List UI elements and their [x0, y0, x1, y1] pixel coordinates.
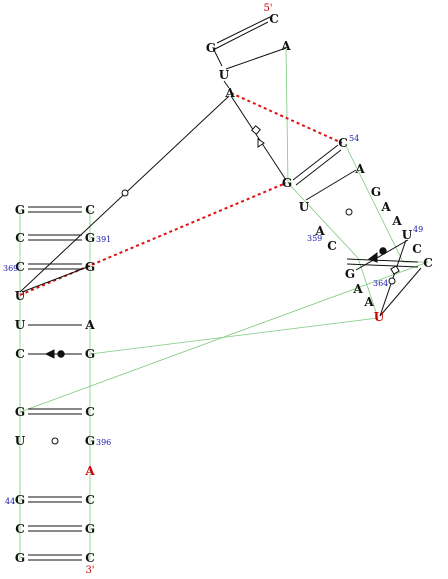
- nucleotide: A: [354, 162, 365, 176]
- backbone-link: [223, 80, 230, 89]
- three-prime-label: 3': [85, 565, 94, 576]
- tertiary-link-a-c54: [230, 92, 343, 144]
- backbone-segment: [89, 317, 379, 355]
- open-square-symbol: [390, 265, 400, 275]
- long-range-line: [230, 95, 287, 181]
- long-range-line: [21, 265, 91, 293]
- nucleotide: G: [85, 231, 95, 245]
- wc-pair-line: [216, 16, 271, 44]
- nucleotide: A: [84, 318, 95, 332]
- nucleotide-modified: U: [374, 310, 385, 324]
- filled-circle-symbol: [57, 350, 65, 358]
- nucleotide: C: [85, 203, 95, 217]
- filled-circle-symbol: [379, 247, 387, 255]
- tertiary-interactions: [19, 92, 343, 296]
- backbone-lines: [19, 46, 429, 560]
- noncanonical-line: [379, 267, 422, 317]
- nucleotide: A: [391, 214, 402, 228]
- open-triangle-symbol: [257, 138, 265, 148]
- noncanonical-line: [355, 239, 409, 271]
- nucleotide: C: [15, 522, 25, 536]
- open-square-symbol: [251, 125, 261, 135]
- nucleotide: C: [269, 12, 279, 26]
- nucleotide: G: [15, 405, 25, 419]
- nucleotide: G: [282, 176, 292, 190]
- wc-pair-line: [346, 263, 419, 268]
- backbone-segment: [344, 143, 404, 263]
- residue-number: 44: [5, 497, 15, 506]
- nucleotide: C: [85, 493, 95, 507]
- nucleotide: C: [15, 231, 25, 245]
- open-circle-symbol: [345, 208, 353, 216]
- base-pair-lines: [19, 16, 422, 561]
- nucleotide: U: [15, 434, 26, 448]
- residue-number: 369: [3, 264, 18, 273]
- filled-triangle-symbol: [367, 252, 378, 263]
- nucleotide: U: [15, 289, 26, 303]
- nucleotide: C: [15, 347, 25, 361]
- backbone-link: [213, 49, 223, 67]
- interaction-symbols: [44, 125, 400, 445]
- backbone-segment: [285, 46, 289, 184]
- nucleotide: G: [15, 203, 25, 217]
- nucleotide: G: [85, 522, 95, 536]
- residue-number: 49: [413, 225, 423, 234]
- nucleotide: A: [352, 282, 363, 296]
- backbone-link: [225, 47, 287, 70]
- nucleotide: G: [85, 434, 95, 448]
- nucleotide: C: [338, 136, 348, 150]
- nucleotide: G: [371, 185, 381, 199]
- nucleotide: U: [219, 68, 230, 82]
- nucleotide: G: [85, 347, 95, 361]
- nucleotide: U: [299, 200, 310, 214]
- nucleotides: C A G U A C A G A A U C C G U A C G A A …: [15, 12, 433, 565]
- nucleotide: C: [412, 242, 422, 256]
- nucleotide-modified: A: [84, 464, 95, 478]
- residue-number: 364: [373, 279, 388, 288]
- backbone-segment: [357, 257, 379, 319]
- backbone-segment: [19, 261, 429, 413]
- residue-number: 391: [96, 235, 111, 244]
- nucleotide: C: [327, 239, 337, 253]
- nucleotide: A: [314, 224, 325, 238]
- nucleotide: G: [345, 267, 355, 281]
- nucleotide: A: [380, 200, 391, 214]
- residue-numbers: 54 49 359 364 369 391 396 44: [3, 134, 423, 506]
- filled-triangle-symbol: [44, 349, 55, 359]
- open-circle-symbol: [388, 277, 396, 285]
- nucleotide: A: [363, 295, 374, 309]
- wc-pair-line: [346, 258, 419, 263]
- nucleotide: U: [15, 318, 26, 332]
- nucleotide: C: [15, 260, 25, 274]
- nucleotide: A: [280, 39, 291, 53]
- strand-ends: 5' 3': [85, 3, 272, 576]
- residue-number: 54: [349, 134, 359, 143]
- wc-pair-line: [295, 149, 342, 186]
- nucleotide: U: [402, 228, 413, 242]
- nucleotide: G: [85, 260, 95, 274]
- nucleotide: A: [224, 86, 235, 100]
- nucleotide: G: [15, 551, 25, 565]
- wc-pair-line: [292, 144, 339, 181]
- nucleotide: G: [15, 493, 25, 507]
- nucleotide: G: [206, 41, 216, 55]
- backbone-segment: [287, 182, 359, 259]
- tertiary-link-u-g391: [19, 182, 287, 296]
- open-circle-symbol: [51, 437, 59, 445]
- residue-number: 359: [307, 234, 322, 243]
- pair-line: [305, 169, 357, 201]
- wc-pair-line: [214, 21, 269, 50]
- nucleotide: C: [85, 551, 95, 565]
- nucleotide: C: [85, 405, 95, 419]
- open-circle-symbol: [121, 189, 129, 197]
- five-prime-label: 5': [263, 3, 272, 14]
- nucleotide: C: [423, 256, 433, 270]
- residue-number: 396: [96, 438, 111, 447]
